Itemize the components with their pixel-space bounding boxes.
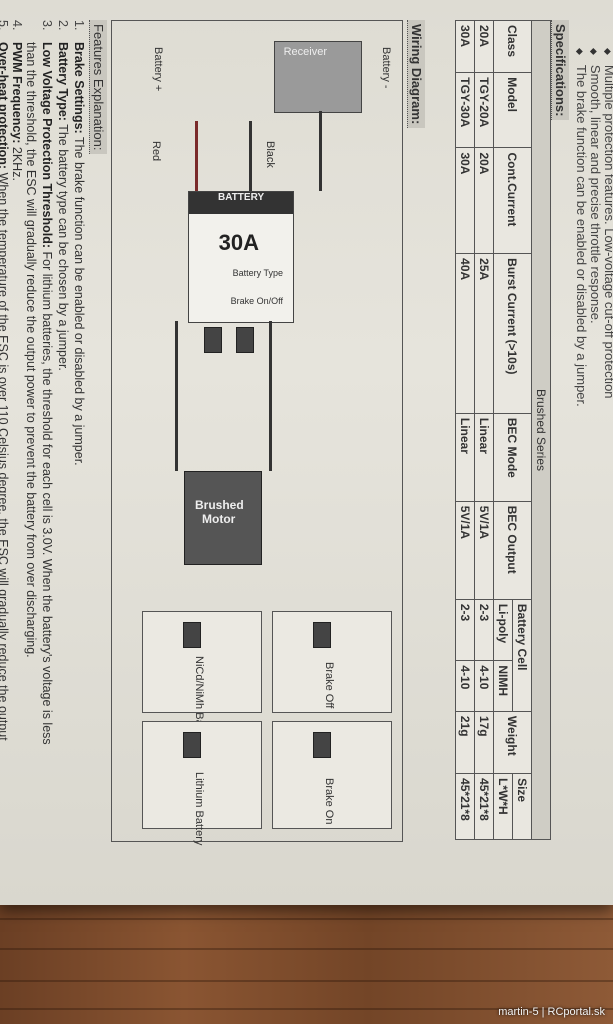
- feature-label: PWM Frequency:: [10, 42, 24, 144]
- battery-type-jumper: [236, 327, 254, 353]
- feature-label: Over-heat protection:: [0, 42, 10, 170]
- cell: 20A: [474, 20, 494, 73]
- motor-wire-a: [269, 321, 272, 471]
- esc-brake-onoff: Brake On/Off: [230, 296, 283, 306]
- feature-text: For lithium batteries, the threshold for…: [40, 251, 54, 745]
- cell: 17g: [474, 711, 494, 774]
- red-wire-label: Red: [150, 141, 162, 162]
- cell: TGY-30A: [455, 72, 475, 148]
- jumper-icon: [313, 622, 331, 648]
- intro-bullet: The brake function can be enabled or dis…: [574, 48, 589, 407]
- feature-label: Battery Type:: [56, 42, 70, 121]
- series-header: Brushed Series: [531, 20, 551, 840]
- feature-text: The brake function can be enabled or dis…: [72, 136, 86, 466]
- feature-item: 5. Over-heat protection: When the tempera…: [0, 20, 11, 880]
- intro-bullet: Multiple protection features. Low-voltag…: [602, 48, 613, 399]
- brake-jumper: [204, 327, 222, 353]
- cell: Linear: [455, 413, 475, 502]
- col-class: Class: [493, 20, 532, 73]
- feature-item: 2. Battery Type: The battery type can be …: [55, 20, 71, 880]
- specifications-table: Brushed Series Class Model Cont.Current …: [455, 20, 551, 840]
- feature-label: Low Voltage Protection Threshold:: [40, 42, 54, 249]
- col-weight: Weight: [493, 711, 532, 774]
- feature-text: When the temperature of the ESC is over …: [0, 172, 10, 741]
- col-bec-output: BEC Output: [493, 501, 532, 600]
- jumper-icon: [183, 622, 201, 648]
- rotated-document: Multiple protection features. Low-voltag…: [0, 8, 613, 898]
- col-model: Model: [493, 72, 532, 148]
- lithium-legend: Lithium Battery: [142, 721, 262, 845]
- col-bec-mode: BEC Mode: [493, 413, 532, 502]
- jumper-icon: [313, 732, 331, 758]
- cell: 20A: [474, 147, 494, 254]
- feature-item: 3. Low Voltage Protection Threshold: For …: [39, 20, 55, 880]
- motor-label: Brushed Motor: [194, 498, 244, 526]
- cell: Linear: [474, 413, 494, 502]
- esc-battery-type: Battery Type: [232, 268, 283, 278]
- receiver-block: Receiver: [274, 41, 362, 113]
- wiring-title: Wiring Diagram:: [407, 20, 425, 129]
- brushed-motor: Brushed Motor: [184, 471, 262, 565]
- battery-minus-label: Battery -: [380, 47, 392, 89]
- battery-plus-label: Battery +: [152, 47, 164, 92]
- col-size-unit: L*W*H: [493, 773, 513, 840]
- cell: 4-10: [455, 660, 475, 712]
- cell: 30A: [455, 147, 475, 254]
- cell: 2-3: [455, 599, 475, 661]
- brake-off-label: Brake Off: [323, 662, 335, 709]
- feature-text: 2KHz.: [10, 146, 24, 181]
- feature-text: The battery type can be chosen by a jump…: [56, 124, 70, 371]
- lithium-label: Lithium Battery: [193, 772, 205, 846]
- cell: 5V/1A: [474, 501, 494, 600]
- black-wire-label: Black: [264, 141, 276, 168]
- cell: 21g: [455, 711, 475, 774]
- paper-sheet: Multiple protection features. Low-voltag…: [0, 0, 613, 905]
- col-lipo: Li-poly: [493, 599, 513, 661]
- features-title: Features Explanation:: [89, 20, 107, 155]
- cell: 30A: [455, 20, 475, 73]
- intro-bullet: Smooth, linear and precise throttle resp…: [588, 48, 603, 324]
- feature-num: 1.: [72, 20, 86, 31]
- feature-label: Brake Settings:: [72, 42, 86, 134]
- feature-item: 4. PWM Frequency: 2KHz.: [9, 20, 25, 880]
- col-nimh: NIMH: [493, 660, 513, 712]
- nicd-legend: NiCd/NiMh Battery: [142, 611, 262, 747]
- col-size: Size: [512, 773, 532, 840]
- receiver-label: Receiver: [283, 46, 327, 58]
- cell: 25A: [474, 253, 494, 414]
- signal-wire: [319, 111, 322, 191]
- feature-item: than the threshold, the ESC will gradual…: [23, 20, 39, 902]
- feature-num: 2.: [56, 20, 70, 31]
- col-battery-cell: Battery Cell: [512, 599, 532, 712]
- feature-num: 5.: [0, 20, 10, 31]
- esc-battery-label: BATTERY: [189, 192, 293, 214]
- cell: 2-3: [474, 599, 494, 661]
- esc-rating: 30A: [218, 230, 259, 255]
- cell: 45*21*8: [474, 773, 494, 840]
- specifications-title: Specifications:: [551, 20, 569, 121]
- watermark: martin-5 | RCportal.sk: [498, 1006, 605, 1018]
- brake-on-legend: Brake On: [272, 721, 392, 829]
- jumper-icon: [183, 732, 201, 758]
- motor-wire-b: [175, 321, 178, 471]
- cell: 5V/1A: [455, 501, 475, 600]
- feature-text: than the threshold, the ESC will gradual…: [24, 42, 38, 658]
- cell: 45*21*8: [455, 773, 475, 840]
- feature-num: 4.: [10, 20, 24, 31]
- col-burst-current: Burst Current (>10s): [493, 253, 532, 414]
- black-wire: [249, 121, 252, 191]
- feature-num: 3.: [40, 20, 54, 31]
- col-cont-current: Cont.Current: [493, 147, 532, 254]
- red-wire: [195, 121, 198, 191]
- wiring-diagram: Battery - Receiver Battery + Black Red B…: [111, 20, 403, 845]
- esc-board: BATTERY 30A Battery Type Brake On/Off: [188, 191, 294, 323]
- cell: 4-10: [474, 660, 494, 712]
- feature-item: 1. Brake Settings: The brake function can…: [71, 20, 87, 880]
- cell: TGY-20A: [474, 72, 494, 148]
- brake-on-label: Brake On: [323, 778, 335, 825]
- cell: 40A: [455, 253, 475, 414]
- table-row: 30A TGY-30A 30A 40A Linear 5V/1A 2-3 4-1…: [455, 20, 475, 840]
- brake-off-legend: Brake Off: [272, 611, 392, 713]
- table-row: 20A TGY-20A 20A 25A Linear 5V/1A 2-3 4-1…: [474, 20, 494, 840]
